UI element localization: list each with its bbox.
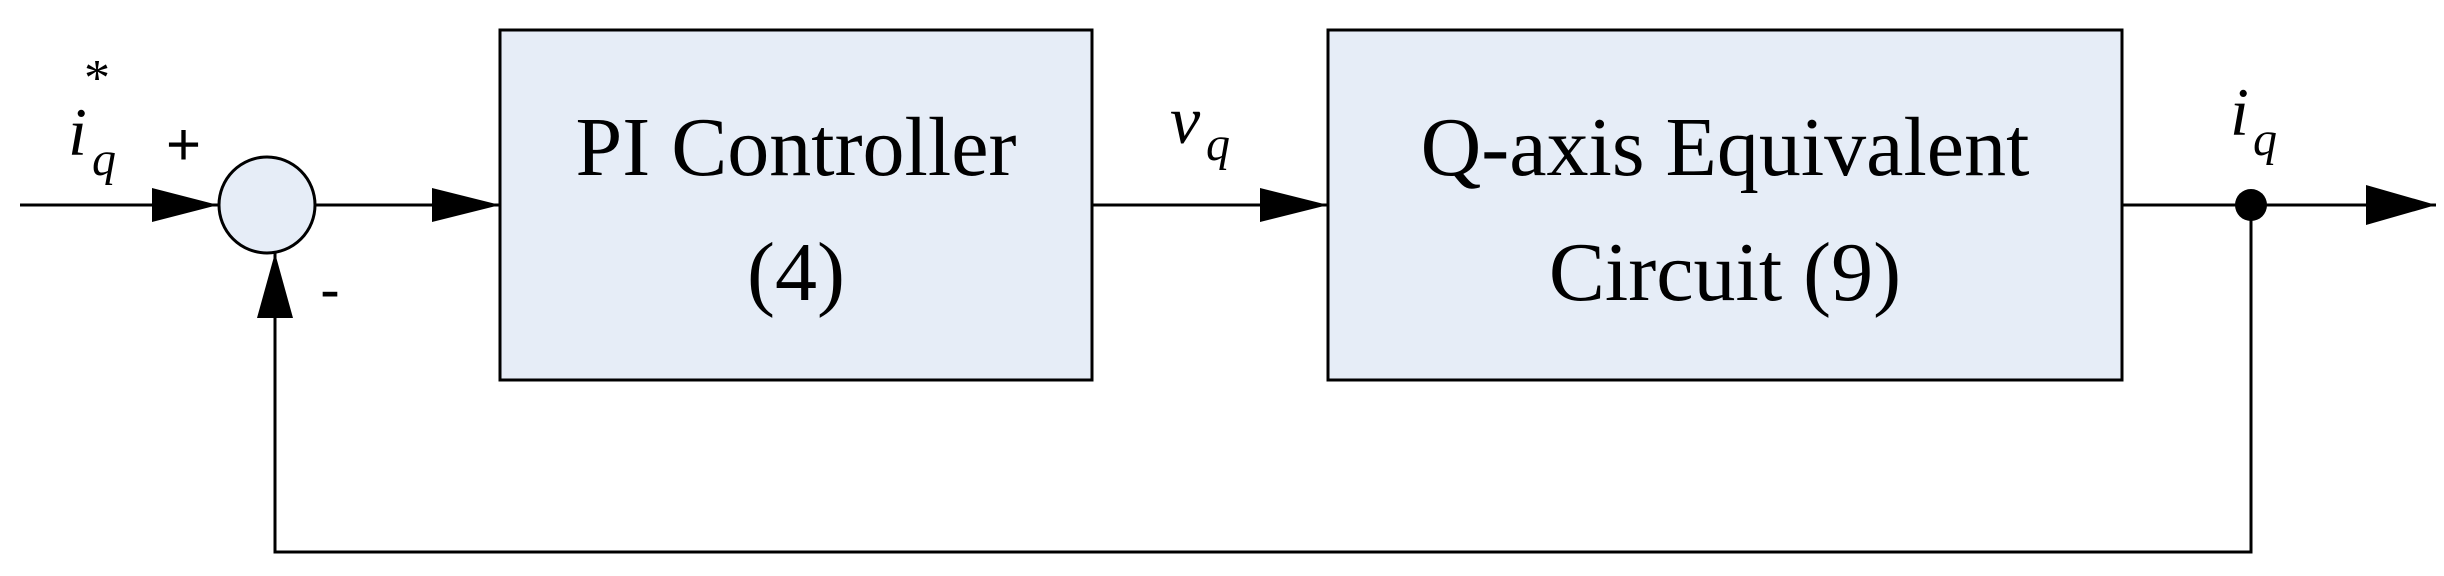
svg-text:*: * xyxy=(84,50,110,107)
q-axis-circuit-label-line2: Circuit (9) xyxy=(1549,226,1901,319)
q-axis-circuit-label-line1: Q-axis Equivalent xyxy=(1421,101,2030,194)
input-arrowhead xyxy=(152,188,218,222)
svg-text:v: v xyxy=(1170,82,1201,158)
summing-junction xyxy=(217,155,317,255)
pi-controller-block: PI Controller (4) xyxy=(498,28,1094,382)
svg-text:q: q xyxy=(92,133,116,186)
control-signal-label: v q xyxy=(1170,82,1230,171)
plus-sign: + xyxy=(166,111,201,178)
control-arrowhead xyxy=(1260,188,1328,222)
svg-text:i: i xyxy=(2230,74,2249,150)
q-axis-circuit-block: Q-axis Equivalent Circuit (9) xyxy=(1326,28,2124,382)
output-arrowhead xyxy=(2366,185,2436,225)
feedback-wire xyxy=(273,205,2253,554)
svg-text:i: i xyxy=(68,94,87,170)
error-arrowhead xyxy=(432,188,500,222)
svg-text:q: q xyxy=(2253,113,2277,166)
svg-text:q: q xyxy=(1206,118,1230,171)
pi-controller-label-line2: (4) xyxy=(747,226,845,319)
feedback-arrowhead xyxy=(257,253,293,318)
output-signal-label: i q xyxy=(2230,74,2277,166)
minus-sign: - xyxy=(320,256,340,323)
pi-controller-label-line1: PI Controller xyxy=(576,101,1017,194)
reference-signal-label: i q * xyxy=(68,50,116,186)
